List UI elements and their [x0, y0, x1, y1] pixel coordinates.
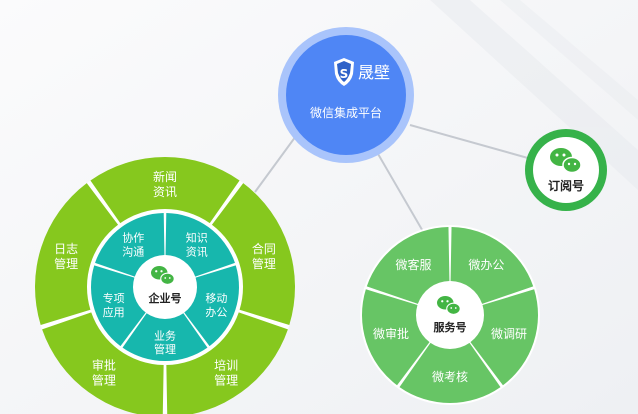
service-sector — [366, 227, 450, 304]
enterprise-center — [135, 257, 195, 317]
service-center — [418, 283, 482, 347]
enterprise-outer-sector — [166, 312, 288, 414]
enterprise-inner-label: 移动办公 — [205, 292, 227, 319]
subscription-label: 订阅号 — [548, 178, 584, 193]
wechat-icon — [151, 266, 175, 285]
service-item-label: 微办公 — [468, 257, 504, 272]
enterprise-outer-label: 日志管理 — [54, 242, 78, 271]
platform-circle — [286, 35, 406, 155]
enterprise-outer-sector — [42, 312, 164, 414]
enterprise-outer-label-line2: 资讯 — [153, 185, 177, 199]
enterprise-inner-label-line1: 专项 — [103, 291, 125, 305]
enterprise-outer-label-line2: 管理 — [54, 256, 78, 271]
enterprise-inner-sector — [165, 213, 235, 277]
service-sector — [470, 289, 538, 386]
enterprise-outer-sector — [34, 183, 119, 326]
enterprise-inner-label-line2: 应用 — [103, 305, 125, 319]
enterprise-outer-label-line2: 管理 — [252, 256, 276, 271]
enterprise-inner-label-line2: 管理 — [154, 342, 176, 356]
platform-node: S 晟壁 微信集成平台 — [278, 27, 414, 163]
enterprise-outer-label: 新闻资讯 — [153, 169, 177, 199]
enterprise-inner-sector — [184, 265, 239, 347]
service-center-label: 服务号 — [434, 320, 467, 334]
platform-title: 微信集成平台 — [310, 105, 382, 120]
enterprise-inner-label-line1: 协作 — [122, 231, 144, 245]
enterprise-outer-sector — [211, 183, 295, 326]
enterprise-outer-label-line1: 日志 — [54, 242, 78, 256]
connector-service — [373, 146, 429, 241]
service-sector — [362, 289, 430, 386]
platform-brand: 晟壁 — [358, 63, 390, 82]
enterprise-outer-label-line1: 新闻 — [153, 169, 177, 184]
service-item-label: 微审批 — [373, 326, 409, 341]
enterprise-center-label: 企业号 — [148, 291, 182, 305]
enterprise-outer-label: 合同管理 — [252, 241, 276, 271]
enterprise-outer-label-line1: 合同 — [252, 241, 276, 256]
enterprise-outer-label-line2: 管理 — [92, 372, 116, 387]
connector-subscription — [409, 124, 536, 161]
enterprise-outer-label: 培训管理 — [214, 357, 238, 387]
shield-logo-icon: S — [334, 58, 354, 86]
wechat-icon — [437, 296, 461, 315]
svg-text:S: S — [340, 67, 349, 81]
service-sector — [399, 342, 501, 404]
enterprise-outer-label-line1: 培训 — [214, 357, 238, 372]
enterprise-inner-label-line2: 资讯 — [186, 245, 208, 258]
enterprise-inner-label-line2: 办公 — [205, 306, 227, 319]
enterprise-wheel: 新闻资讯合同管理培训管理审批管理日志管理协作沟通知识资讯移动办公业务管理专项应用… — [34, 156, 295, 414]
enterprise-inner-sector — [122, 313, 208, 361]
enterprise-inner-label: 业务管理 — [154, 329, 176, 356]
enterprise-inner-label: 专项应用 — [103, 291, 125, 319]
enterprise-outer-label-line1: 审批 — [92, 357, 116, 372]
enterprise-inner-label-line1: 业务 — [154, 329, 176, 342]
service-item-label: 微客服 — [396, 257, 432, 272]
service-item-label: 微考核 — [432, 370, 468, 384]
subscription-node: 订阅号 — [525, 129, 607, 211]
enterprise-inner-label: 协作沟通 — [122, 231, 144, 259]
service-item-label: 微调研 — [491, 327, 527, 341]
enterprise-outer-sector — [90, 156, 240, 224]
service-sector — [450, 227, 534, 304]
enterprise-inner-sector — [91, 265, 146, 347]
enterprise-inner-label-line1: 知识 — [186, 231, 208, 245]
enterprise-inner-label-line2: 沟通 — [122, 245, 144, 258]
enterprise-inner-label: 知识资讯 — [186, 231, 208, 259]
enterprise-outer-label-line2: 管理 — [214, 372, 238, 387]
enterprise-inner-label-line1: 移动 — [205, 292, 227, 305]
enterprise-outer-label: 审批管理 — [92, 357, 116, 387]
wechat-icon — [550, 148, 582, 174]
enterprise-inner-sector — [95, 213, 165, 277]
